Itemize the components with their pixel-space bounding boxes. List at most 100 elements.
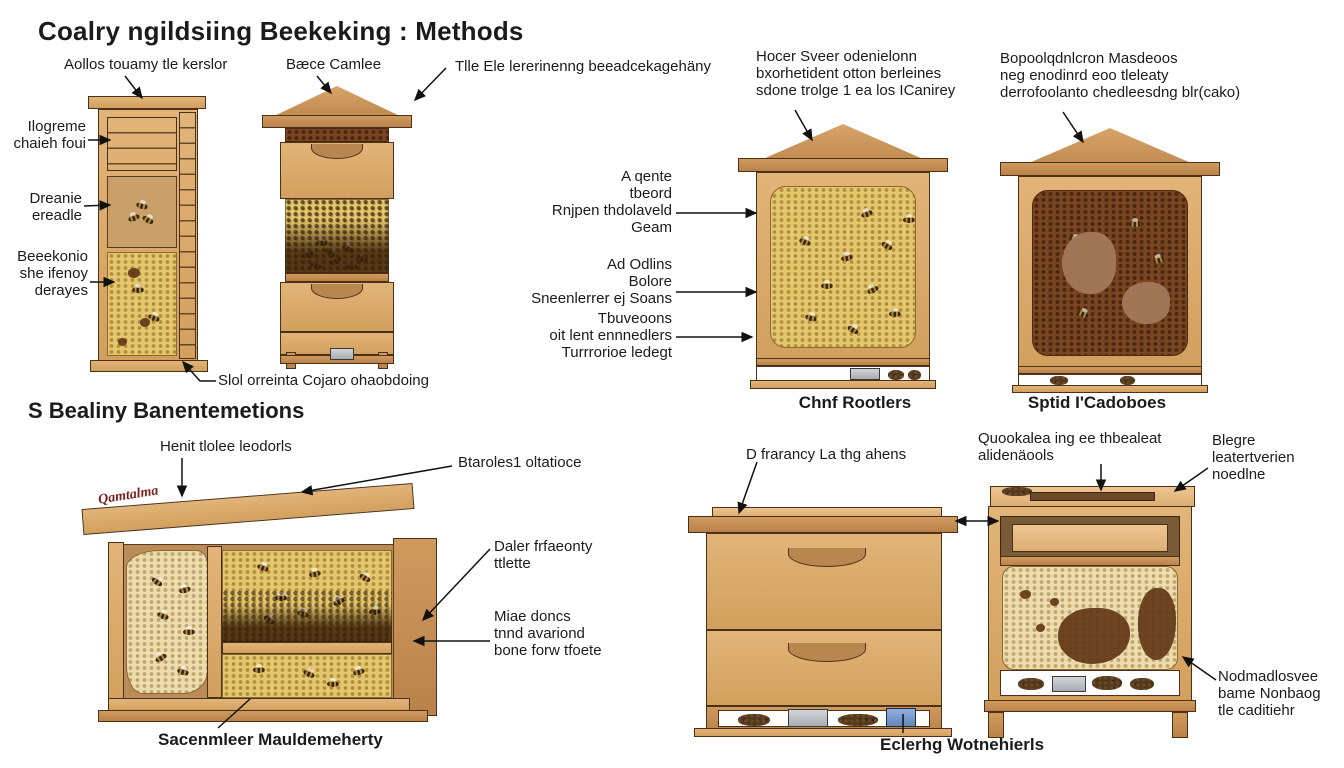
bee-icon — [176, 667, 190, 677]
hive2-bee-mass — [285, 199, 389, 273]
bee-icon — [135, 201, 149, 211]
bee-icon — [127, 213, 141, 223]
label-hive2-roof: Tlle Ele lererinenng beeadcekagehäny — [455, 58, 712, 75]
hive3-rail — [756, 358, 930, 366]
bee-icon — [1129, 218, 1141, 227]
comb-dark-patch — [1138, 588, 1176, 660]
label-hive5-right-1: Btaroles1 oltatioce — [458, 454, 582, 471]
hive4-roof-triangle — [1022, 128, 1198, 166]
hive3-base — [750, 380, 936, 389]
caption-hive6: Eclerhg Wotnehierls — [880, 735, 1045, 754]
comb-dark-patch — [1058, 608, 1130, 664]
comb-dark-patch — [1050, 598, 1059, 606]
feeder-blue-box — [886, 708, 916, 727]
label-hive3-left-3: Tbuveoons oit lent ennnedlers Turrrorioe… — [549, 310, 672, 362]
label-hive7-right-bottom: Nodmadlosvee bame Nonbaog tle caditiehr — [1218, 668, 1321, 720]
feeder-box — [1052, 676, 1086, 692]
label-hive3-top: Hocer Sveer odenielonn bxorhetident otto… — [756, 48, 956, 100]
hive4-roof-slab — [1000, 162, 1220, 176]
comb-light-patch — [1122, 282, 1170, 324]
hive2-roof-slab — [262, 115, 412, 128]
bee-icon — [846, 324, 860, 336]
hive6-lower-box — [706, 630, 942, 706]
bee-icon — [154, 652, 168, 664]
bee-icon — [798, 237, 812, 247]
hive5-side-wall — [393, 538, 437, 716]
hive5-base-lip — [98, 710, 428, 722]
bee-icon — [1152, 255, 1166, 265]
bee-icon — [253, 664, 265, 673]
hive7-inner-panel — [1012, 524, 1168, 552]
hive1-side-rail — [179, 112, 196, 359]
bee-icon — [358, 572, 372, 584]
bee-icon — [132, 284, 144, 293]
hive5-left-comb — [126, 550, 208, 694]
bee-cluster — [1002, 487, 1032, 496]
bee-icon — [880, 240, 894, 252]
label-hive5-right-3: Miae doncs tnnd avariond bone forw tfoet… — [494, 608, 602, 660]
bee-icon — [327, 678, 339, 687]
label-hive1-left-2: Dreanie ereadle — [29, 190, 82, 225]
bee-cluster — [838, 714, 878, 726]
feeder-box — [850, 368, 880, 380]
feeder-box — [788, 709, 828, 727]
bee-icon — [804, 313, 818, 323]
bee-icon — [183, 626, 195, 635]
comb-light-patch — [1062, 232, 1116, 294]
hive7-top-slot — [1030, 492, 1155, 501]
bee-icon — [889, 308, 901, 317]
bee-icon — [302, 668, 316, 680]
hive3-roof-triangle — [756, 124, 930, 162]
caption-hive3: Chnf Rootlers — [798, 393, 912, 412]
label-hive1-left-3: Beeekonio she ifenoy derayes — [17, 248, 88, 300]
bee-cluster — [908, 370, 921, 380]
section2-heading: S Bealiny Banentemetions — [28, 398, 305, 423]
bee-cluster — [888, 370, 904, 380]
hive5-mid-bar — [222, 642, 392, 654]
hive3-roof-slab — [738, 158, 948, 172]
bee-icon — [178, 585, 192, 595]
bee-icon — [352, 667, 366, 677]
label-hive2-top: Bæce Camlee — [286, 56, 382, 73]
bee-cluster — [1120, 376, 1135, 385]
bee-cluster — [1130, 678, 1154, 690]
label-hive3-left-1: A qente tbeord Rnjpen thdolaveld Geam — [551, 168, 672, 237]
bee-icon — [860, 209, 874, 219]
label-hive1-bottom: Slol orreinta Cojaro ohaobdoing — [218, 372, 429, 389]
comb-patch — [140, 318, 150, 327]
hive1-mid-cavity — [107, 176, 177, 248]
hive7-rail — [1000, 556, 1180, 566]
label-hive6-top: D frarancy La thg ahens — [746, 446, 907, 463]
comb-patch — [118, 338, 127, 346]
label-hive1-left-1: Ilogreme chaieh foui — [13, 118, 86, 153]
feeder-box — [330, 348, 354, 360]
hive4-base — [1012, 385, 1208, 393]
hive1-top-cap — [88, 96, 206, 109]
bee-cluster — [1092, 676, 1122, 690]
label-hive7-right-top: Blegre leatertverien noedlne — [1212, 432, 1295, 484]
bee-icon — [156, 611, 170, 621]
hive4-dark-comb — [1032, 190, 1188, 356]
hive5-lower-comb — [222, 654, 392, 698]
label-hive5-top: Henit tlolee leodorls — [160, 438, 292, 455]
label-hive7-top: Quookalea ing ee thbealeat alidenäools — [978, 430, 1162, 465]
bee-icon — [840, 254, 854, 262]
bee-cluster — [738, 714, 770, 726]
bee-icon — [150, 576, 164, 588]
hive5-left-post — [108, 542, 124, 714]
caption-hive5: Sacenmleer Mauldemeherty — [158, 730, 383, 749]
bee-icon — [1076, 308, 1090, 320]
caption-hive4: Sptid I'Cadoboes — [1027, 393, 1167, 412]
bee-icon — [866, 284, 880, 296]
bee-cluster — [1018, 678, 1044, 690]
label-hive1-top: Aollos touamy tle kerslor — [64, 56, 228, 73]
hive2-rail — [285, 273, 389, 282]
hive3-honeycomb — [770, 186, 916, 348]
page-title: Coalry ngildsiing Beekeking : Methods — [38, 16, 524, 46]
bee-icon — [141, 214, 155, 226]
hive5-divider-bar — [207, 546, 222, 698]
hive1-upper-planks — [107, 117, 177, 171]
label-hive4-top: Bopoolqdnlcron Masdeoos neg enodinrd eoo… — [1000, 50, 1241, 102]
hive4-rail — [1018, 366, 1202, 374]
